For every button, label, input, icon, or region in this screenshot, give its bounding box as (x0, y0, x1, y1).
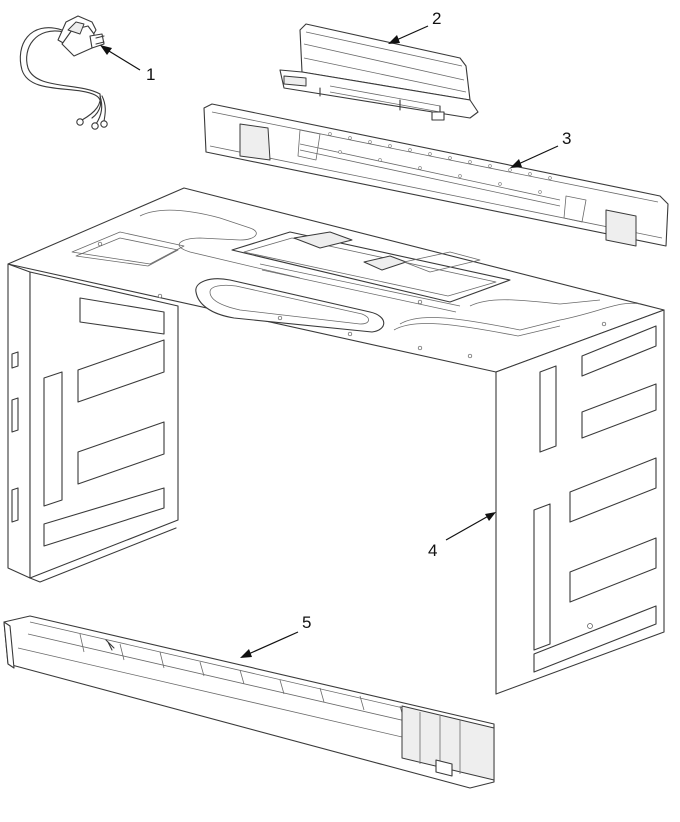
part-1-power-cord (19, 15, 108, 130)
part-2-control-bracket (279, 23, 479, 121)
callout-1-label: 1 (146, 65, 155, 84)
callout-5-label: 5 (302, 613, 311, 632)
part-4-cabinet (7, 187, 665, 695)
callout-4-label: 4 (428, 541, 437, 560)
callout-2-label: 2 (432, 9, 441, 28)
part-5-front-trim (3, 615, 495, 789)
callout-3-label: 3 (562, 129, 571, 148)
part-3-rail (203, 103, 669, 247)
callout-leaders (100, 25, 559, 658)
